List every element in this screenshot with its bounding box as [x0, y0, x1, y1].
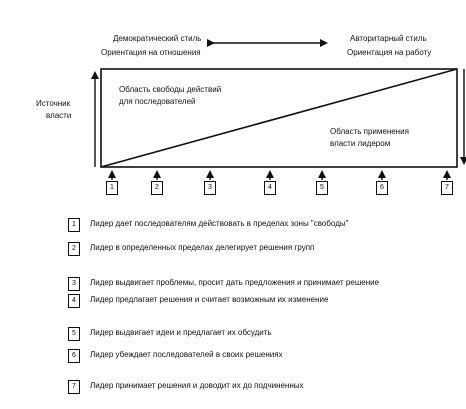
legend-text: Лидер выдвигает идеи и предлагает их обс…	[90, 328, 272, 337]
relationship-orientation-label: Ориентация на отношения	[101, 48, 201, 57]
scale-box-6: 6	[376, 181, 388, 195]
scale-arrows	[108, 170, 451, 180]
power-source-label: Источник	[36, 99, 71, 108]
authoritarian-style-label: Авторитарный стиль	[350, 34, 427, 43]
legend-number-box: 5	[68, 327, 80, 341]
followers-freedom-region-label-line2: для последователей	[119, 97, 196, 106]
democratic-style-label: Демократический стиль	[113, 34, 202, 43]
legend-number-box: 3	[68, 277, 80, 291]
power-source-label-line2: власти	[46, 111, 72, 120]
power-distribution-rectangle	[100, 68, 458, 168]
power-split-diagonal	[100, 68, 458, 168]
followers-freedom-region-label: Область свободы действий	[119, 85, 222, 94]
scale-box-2: 2	[151, 181, 163, 195]
legend-text: Лидер убеждает последователей в своих ре…	[90, 350, 283, 359]
legend-number-box: 1	[68, 218, 80, 232]
legend-number-box: 2	[68, 242, 80, 256]
legend-text: Лидер дает последователям действовать в …	[90, 219, 349, 228]
legend-text: Лидер выдвигает проблемы, просит дать пр…	[90, 278, 380, 287]
scale-box-7: 7	[441, 181, 453, 195]
work-orientation-label: Ориентация на работу	[347, 48, 432, 57]
leader-power-region-label-line2: власти лидером	[330, 139, 391, 148]
legend-number-box: 7	[68, 380, 80, 394]
legend-number-box: 6	[68, 349, 80, 363]
legend-text: Лидер принимает решения и доводит их до …	[90, 381, 304, 390]
legend-text: Лидер в определенных пределах делегирует…	[90, 243, 315, 252]
scale-box-4: 4	[264, 181, 276, 195]
legend-text: Лидер предлагает решения и считает возмо…	[90, 295, 329, 304]
leader-power-region-label: Область применения	[330, 127, 409, 136]
scale-box-1: 1	[106, 181, 118, 195]
scale-box-3: 3	[204, 181, 216, 195]
scale-box-5: 5	[316, 181, 328, 195]
legend-number-box: 4	[68, 294, 80, 308]
